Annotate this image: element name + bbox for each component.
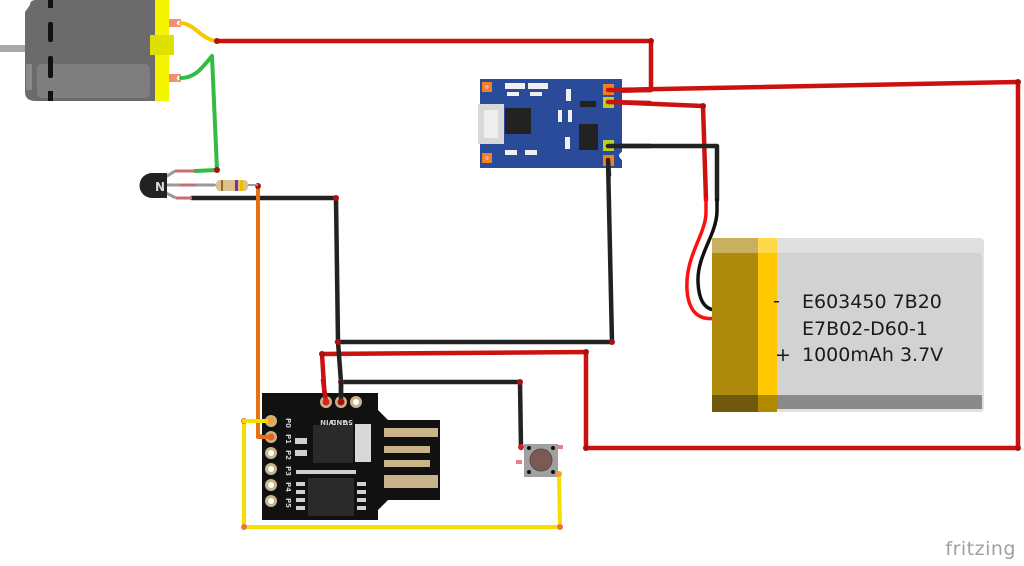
fritzing-watermark: fritzing	[945, 538, 1016, 560]
pin-label-5v: 5V	[342, 418, 353, 426]
wire-charger-bat-plus[interactable]	[605, 99, 709, 203]
pin-label-p1: P1	[284, 434, 292, 444]
digispark-board[interactable]: 5V GND VIN P0 P1 P2 P3 P4 P5	[262, 393, 440, 520]
button-cap[interactable]	[529, 448, 553, 472]
voltage-regulator	[313, 425, 353, 463]
wire-emitter-to-gnd[interactable]	[189, 195, 344, 405]
tp4056-charger[interactable]	[478, 79, 622, 168]
motor-lead-yellow	[179, 21, 219, 43]
pin-label-p2: P2	[284, 450, 292, 460]
battery-label-line1: E603450 7B20	[802, 291, 942, 313]
transistor-marking: N	[155, 180, 165, 194]
pin-label-p5: P5	[284, 498, 292, 508]
resistor[interactable]	[210, 180, 258, 191]
pin-label-p0: P0	[284, 418, 292, 428]
battery-plus-symbol: +	[775, 344, 791, 366]
dc-motor[interactable]	[0, 0, 182, 101]
battery-lead-black	[696, 198, 719, 312]
wire-charger-bat-minus[interactable]	[605, 143, 720, 203]
battery-label-line3: 1000mAh 3.7V	[802, 344, 943, 366]
motor-terminal-plus[interactable]	[169, 19, 181, 27]
pin-label-gnd: GND	[330, 418, 348, 426]
resistor-body	[216, 180, 248, 191]
lipo-battery[interactable]: - + E603450 7B20 E7B02-D60-1 1000mAh 3.7…	[712, 238, 984, 412]
wire-charger-out-minus-to-gnd[interactable]	[334, 157, 615, 345]
pin-label-p3: P3	[284, 466, 292, 476]
pin-label-vin: VIN	[320, 418, 334, 426]
motor-shaft	[0, 45, 26, 52]
motor-terminal-minus[interactable]	[169, 74, 181, 82]
attiny85-chip	[308, 478, 354, 516]
charger-ic-1	[505, 108, 531, 134]
wire-motor-minus-to-collector[interactable]	[179, 54, 219, 173]
npn-transistor[interactable]: N	[139, 169, 215, 200]
battery-tape	[712, 253, 758, 395]
transistor-body	[139, 173, 167, 198]
battery-minus-symbol: -	[773, 290, 780, 312]
pushbutton[interactable]	[516, 444, 563, 477]
battery-label-line2: E7B02-D60-1	[802, 318, 928, 340]
usb-contact	[384, 428, 438, 437]
battery-lead-red	[685, 198, 718, 321]
charger-ic-2	[579, 124, 598, 150]
pin-label-p4: P4	[284, 482, 292, 492]
